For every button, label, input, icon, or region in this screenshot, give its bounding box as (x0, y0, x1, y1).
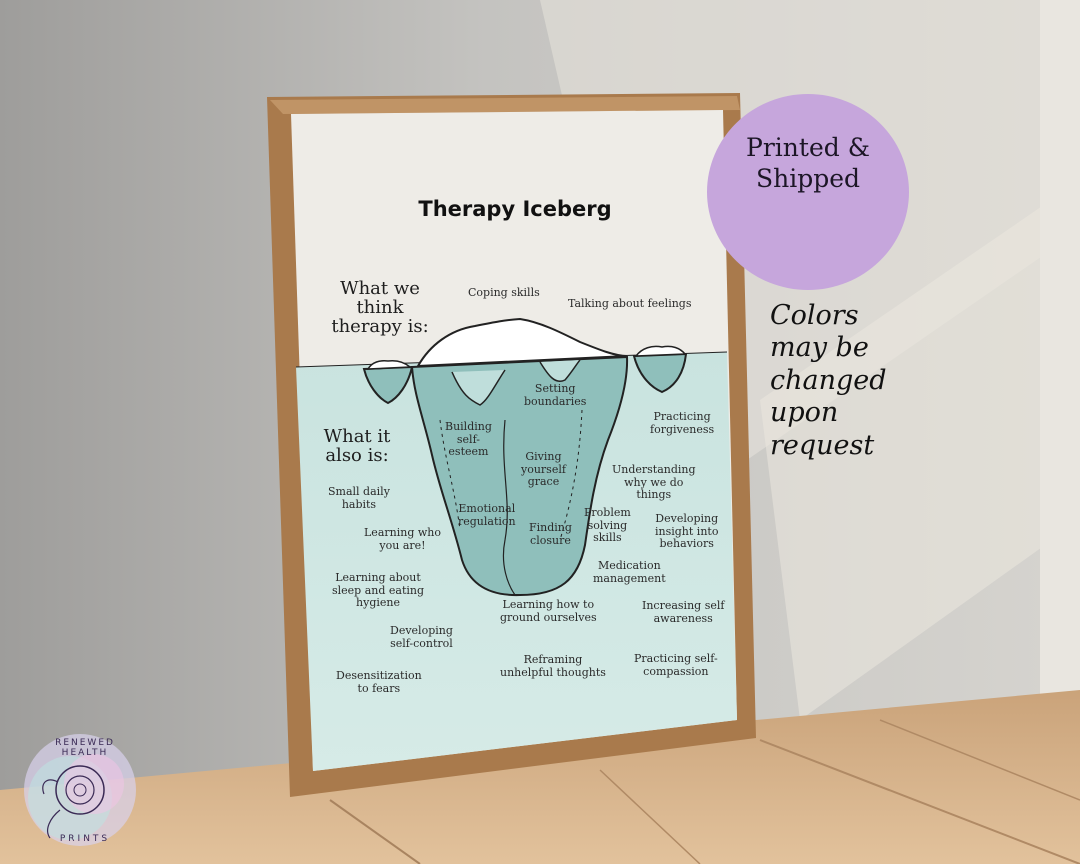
iceberg-body (410, 355, 629, 597)
side-item-reframing-thoughts: Reframing unhelpful thoughts (500, 653, 606, 679)
badge-line: Shipped (755, 164, 861, 194)
iceberg-crack (439, 419, 461, 531)
floor-seam (879, 719, 1080, 801)
floor-seam (599, 769, 701, 864)
peony-flower-icon (24, 734, 136, 846)
logo-bottom-text: PRINTS (59, 834, 111, 844)
above-heading-line: therapy is: (331, 315, 429, 337)
side-item-increasing-self-awareness: Increasing self awareness (642, 599, 725, 625)
side-item-learning-who-you-are: Learning who you are! (364, 526, 441, 552)
small-iceberg-right (632, 352, 688, 394)
colors-note: Colors may be changed upon request (770, 300, 950, 462)
side-item-desensitization: Desensitization to fears (336, 669, 422, 695)
side-item-developing-insight: Developing insight into behaviors (655, 512, 719, 551)
note-line: request (770, 429, 875, 461)
iceberg-facet (451, 369, 506, 406)
side-item-developing-self-control: Developing self-control (390, 624, 453, 650)
iceberg-item-emotional-regulation: Emotional regulation (458, 502, 516, 528)
badge-text: Printed & Shipped (707, 132, 909, 195)
iceberg-tip (416, 317, 628, 368)
floor-seam (759, 739, 1080, 864)
above-heading-line: think (356, 296, 404, 318)
iceberg-crack (502, 419, 516, 596)
side-item-sleep-eating-hygiene: Learning about sleep and eating hygiene (332, 571, 425, 610)
iceberg-item-setting-boundaries: Setting boundaries (524, 382, 587, 408)
badge-line: Printed & (746, 133, 870, 162)
small-iceberg-right-tip (634, 345, 687, 357)
light-beam (760, 180, 1080, 720)
window-edge (1040, 0, 1080, 700)
iceberg-item-finding-closure: Finding closure (529, 521, 572, 547)
below-heading-line: What it (323, 426, 391, 447)
note-line: changed (770, 364, 887, 396)
iceberg-item-building-self-esteem: Building self- esteem (445, 420, 492, 459)
iceberg-item-giving-yourself-grace: Giving yourself grace (521, 450, 566, 489)
above-item-coping-skills: Coping skills (468, 286, 540, 299)
above-heading-line: What we (340, 278, 420, 299)
floor (0, 690, 1080, 864)
side-item-ground-ourselves: Learning how to ground ourselves (500, 598, 597, 624)
iceberg-facet (539, 359, 581, 382)
note-line: upon (770, 397, 839, 429)
side-item-medication-management: Medication management (593, 559, 666, 585)
frame-highlight (270, 96, 740, 114)
above-heading: What we think therapy is: (330, 278, 430, 337)
above-item-talking-about-feelings: Talking about feelings (568, 297, 692, 310)
side-item-understanding-why: Understanding why we do things (612, 463, 696, 502)
side-item-problem-solving: Problem solving skills (584, 506, 631, 545)
side-item-self-compassion: Practicing self- compassion (634, 652, 718, 678)
below-heading: What it also is: (314, 426, 400, 466)
side-item-practicing-forgiveness: Practicing forgiveness (650, 410, 715, 436)
printed-shipped-badge (707, 94, 909, 290)
side-item-small-daily-habits: Small daily habits (328, 485, 390, 511)
small-iceberg-left-tip (366, 360, 412, 370)
note-line: may be (770, 332, 869, 364)
floor-seam (329, 799, 421, 864)
small-iceberg-left (362, 365, 414, 405)
note-line: Colors (770, 300, 859, 331)
below-heading-line: also is: (325, 444, 389, 466)
poster-title: Therapy Iceberg (418, 197, 612, 221)
logo-top-text: RENEWED HEALTH (55, 738, 115, 758)
